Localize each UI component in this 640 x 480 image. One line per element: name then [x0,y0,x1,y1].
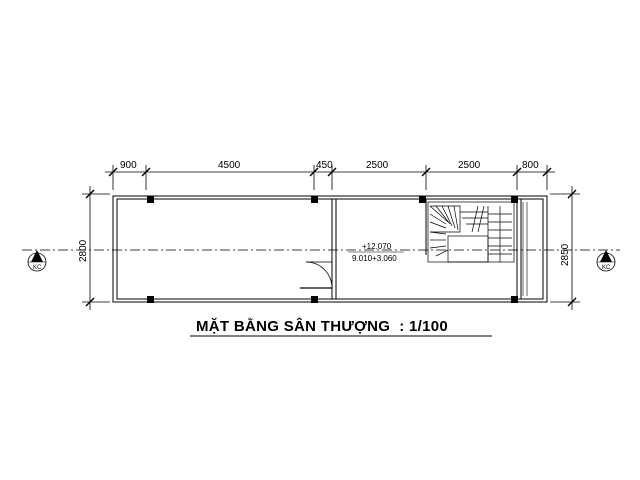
door [300,261,333,289]
dimension-label: 900 [120,160,137,171]
section-marker-left: 1 KC [27,250,47,272]
dimension-label: 2500 [458,160,481,171]
dimension-label-left: 2800 [78,239,89,262]
interior-walls [331,199,544,299]
section-marker-ref: KC [33,265,42,271]
dimension-label: 2500 [366,160,389,171]
railing [522,202,528,296]
right-dimension-chain [550,186,580,310]
left-dimension-chain [82,186,110,310]
dimension-label: 450 [316,160,333,171]
section-marker-right: 1 KC [596,250,616,272]
elevation-formula: 9.010+3.060 [352,254,397,263]
dimension-label: 800 [522,160,539,171]
dimension-label: 4500 [218,160,241,171]
staircase [427,201,515,263]
level-annotation: +12.070 9.010+3.060 [348,242,404,263]
section-marker-id: 1 [604,256,608,262]
drawing-title: MẶT BẰNG SÂN THƯỢNG : 1/100 [196,317,448,335]
elevation-label: +12.070 [362,242,392,251]
section-marker-ref: KC [602,265,611,271]
columns [147,196,518,303]
top-dimension-chain [105,165,555,190]
dimension-label-right: 2850 [560,243,571,266]
section-marker-id: 1 [35,256,39,262]
